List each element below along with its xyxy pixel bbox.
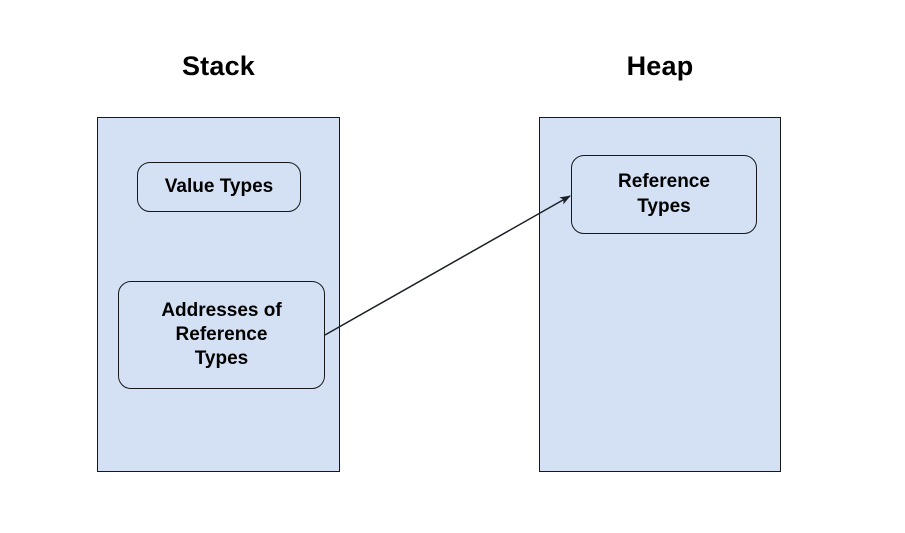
node-reference-types: Reference Types [571, 155, 757, 234]
node-value-types: Value Types [137, 162, 301, 212]
connector-line [324, 195, 571, 336]
heap-title: Heap [626, 51, 694, 81]
stack-title: Stack [181, 51, 256, 81]
node-addresses-of-reference-types: Addresses of Reference Types [118, 281, 325, 389]
